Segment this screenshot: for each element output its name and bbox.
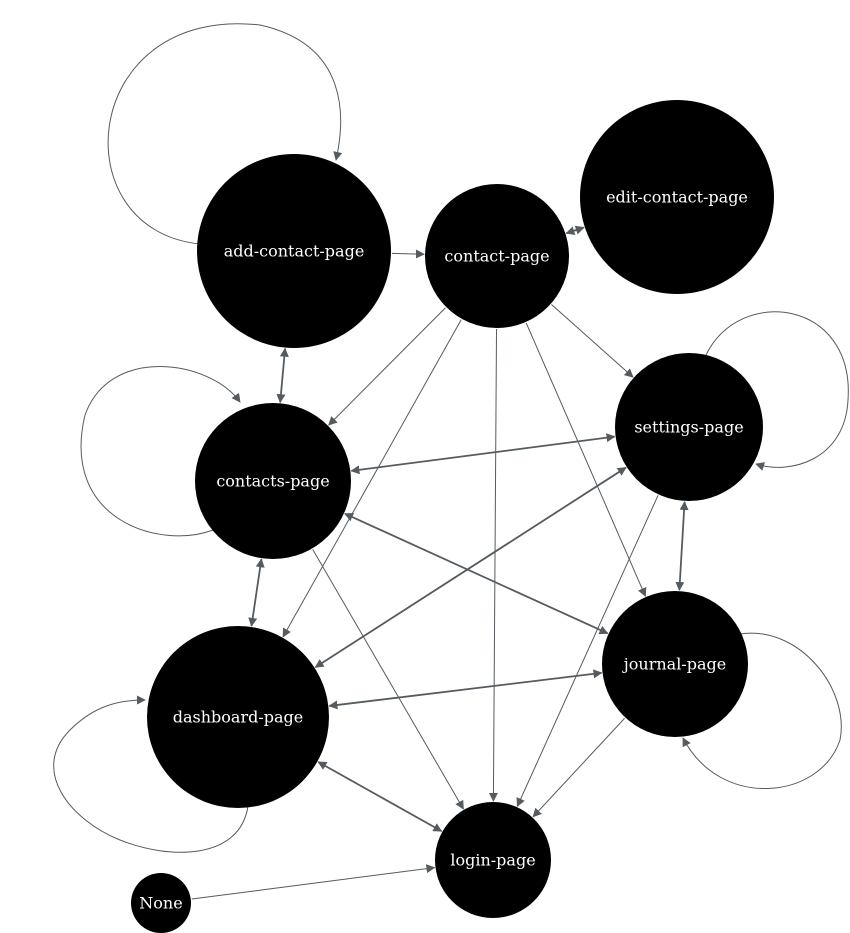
node-circle-add bbox=[197, 154, 391, 348]
node-contact: contact-page bbox=[425, 184, 569, 328]
edge-journal-to-dashboard bbox=[328, 669, 603, 710]
edge-contacts-to-login bbox=[312, 549, 464, 810]
edge-add-to-contacts bbox=[276, 347, 289, 404]
node-dashboard: dashboard-page bbox=[147, 626, 329, 808]
edge-settings-to-login bbox=[516, 495, 659, 808]
node-circle-login bbox=[435, 802, 551, 918]
self-loop-contacts bbox=[80, 366, 241, 537]
edge-contacts-to-dashboard bbox=[248, 558, 265, 627]
node-add: add-contact-page bbox=[197, 154, 391, 348]
self-loop-dashboard bbox=[53, 695, 249, 853]
edge-contacts-to-journal bbox=[344, 512, 609, 635]
node-contacts: contacts-page bbox=[195, 403, 351, 559]
node-label-none: None bbox=[139, 894, 182, 913]
node-label-contacts: contacts-page bbox=[216, 472, 329, 491]
node-circle-settings bbox=[615, 353, 763, 501]
node-label-edit: edit-contact-page bbox=[606, 188, 748, 207]
node-circle-contact bbox=[425, 184, 569, 328]
edge-journal-to-login bbox=[532, 717, 626, 818]
node-journal: journal-page bbox=[602, 591, 748, 737]
edge-none-to-login bbox=[191, 864, 436, 900]
self-loops bbox=[53, 23, 849, 853]
node-label-settings: settings-page bbox=[634, 418, 743, 437]
self-loop-add bbox=[107, 23, 343, 245]
nodes: add-contact-page contact-page edit-contact… bbox=[131, 100, 774, 933]
node-label-journal: journal-page bbox=[622, 655, 726, 674]
edge-contact-to-contacts bbox=[328, 307, 446, 426]
node-circle-none bbox=[131, 873, 191, 933]
node-label-contact: contact-page bbox=[444, 247, 549, 266]
node-none: None bbox=[131, 873, 191, 933]
edge-contact-to-login bbox=[488, 328, 498, 802]
edge-contact-to-edit bbox=[565, 225, 585, 236]
node-circle-edit bbox=[580, 100, 774, 294]
self-loop-journal bbox=[682, 632, 842, 789]
node-label-dashboard: dashboard-page bbox=[173, 708, 304, 727]
node-login: login-page bbox=[435, 802, 551, 918]
node-circle-dashboard bbox=[147, 626, 329, 808]
edge-contacts-to-settings bbox=[350, 433, 616, 475]
node-circle-contacts bbox=[195, 403, 351, 559]
node-label-login: login-page bbox=[450, 851, 535, 870]
node-edit: edit-contact-page bbox=[580, 100, 774, 294]
edge-dashboard-to-login bbox=[317, 761, 443, 832]
edges bbox=[191, 225, 689, 900]
node-settings: settings-page bbox=[615, 353, 763, 501]
edge-settings-to-dashboard bbox=[314, 466, 627, 668]
edge-add-to-contact bbox=[391, 249, 425, 259]
self-loop-settings bbox=[705, 311, 849, 471]
node-label-add: add-contact-page bbox=[224, 242, 365, 261]
node-circle-journal bbox=[602, 591, 748, 737]
edge-contact-to-settings bbox=[551, 304, 634, 378]
edge-settings-to-journal bbox=[675, 500, 689, 592]
